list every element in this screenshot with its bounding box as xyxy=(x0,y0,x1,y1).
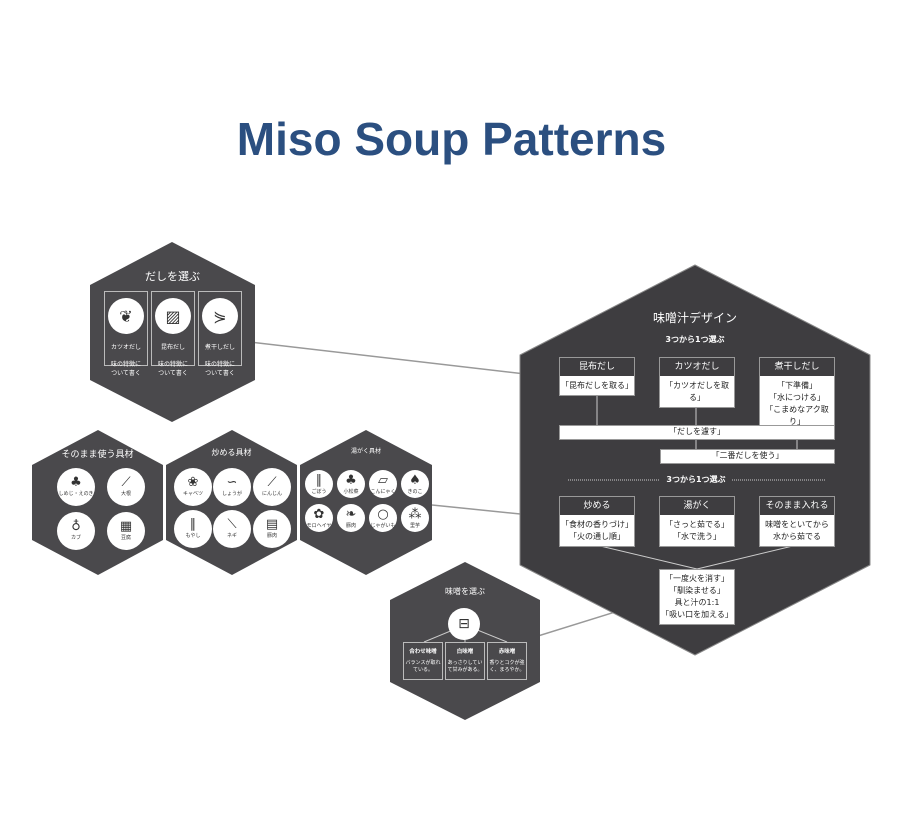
ingredient-tofu: ▦豆腐 xyxy=(107,512,145,550)
final-step: 「一度火を消す」「馴染ませる」具と汁の1:1「吸い口を加える」 xyxy=(659,569,735,625)
step-strain: 「だしを濾す」 xyxy=(559,425,835,440)
miso-container-icon: ⊟ xyxy=(448,608,480,640)
method-fry: 炒める「食材の香りづけ」「火の通し順」 xyxy=(559,496,635,547)
ingredient: ❀キャベツ xyxy=(174,468,212,506)
design-subtitle-1: 3つから1つ選ぶ xyxy=(665,335,725,344)
ingredient: ❧豚肉 xyxy=(337,504,365,532)
raw-hex-title: そのまま使う具材 xyxy=(61,450,134,460)
ingredient: ♠きのこ xyxy=(401,470,429,498)
design-title: 味噌汁デザイン xyxy=(652,311,737,325)
dashi-card-katsuo[interactable]: ❦ カツオだし 味の特徴について書く xyxy=(104,291,148,377)
ingredient: ⁂里芋 xyxy=(401,504,429,532)
card-name: カツオだし xyxy=(110,344,141,351)
design-subtitle-2: 3つから1つ選ぶ xyxy=(666,475,726,484)
miso-hex-title: 味噌を選ぶ xyxy=(445,587,485,596)
fry-hex-title: 炒める具材 xyxy=(211,448,252,457)
miso-card-shiro[interactable]: 白味噌あっさりしていて甘みがある。 xyxy=(445,642,485,680)
ingredient: ∥もやし xyxy=(174,510,212,548)
step-niboshi: 煮干しだし「下準備」「水につける」「こまめなアク取り」 xyxy=(759,357,835,432)
connector-dashi xyxy=(249,341,561,379)
boil-hex-title: 湯がく具材 xyxy=(350,448,381,455)
ingredient: ∥ごぼう xyxy=(305,470,333,498)
kombu-icon: ▨ xyxy=(155,298,191,334)
card-desc: 味の特徴について書く xyxy=(158,361,189,377)
ingredient: ○じゃがいも xyxy=(369,504,397,532)
ingredient: ⟍ネギ xyxy=(213,510,251,548)
dashi-card-niboshi[interactable]: ⋟ 煮干しだし 味の特徴について書く xyxy=(198,291,242,377)
ingredient-kabu: ♁カブ xyxy=(57,512,95,550)
miso-card-awase[interactable]: 合わせ味噌バランスが取れている。 xyxy=(403,642,443,680)
dashi-hex-title: だしを選ぶ xyxy=(145,270,200,283)
ingredient-daikon: ⟋大根 xyxy=(107,468,145,506)
card-desc: 味の特徴について書く xyxy=(205,361,236,377)
ingredient: ∽しょうが xyxy=(213,468,251,506)
ingredient-shimeji: ♣しめじ・えのき xyxy=(57,468,95,506)
card-name: 昆布だし xyxy=(160,344,185,351)
ingredient: ▱こんにゃく xyxy=(369,470,397,498)
method-boil: 湯がく「さっと茹でる」「水で洗う」 xyxy=(659,496,735,547)
step-katsuo: カツオだし「カツオだしを取る」 xyxy=(659,357,735,408)
boil-hexagon xyxy=(300,430,432,575)
ingredient: ⟋にんじん xyxy=(253,468,291,506)
ingredient: ▤豚肉 xyxy=(253,510,291,548)
ingredient: ♣小松菜 xyxy=(337,470,365,498)
step-second-dashi: 「二番だしを使う」 xyxy=(660,449,835,464)
page-title: Miso Soup Patterns xyxy=(236,113,667,165)
miso-card-aka[interactable]: 赤味噌香りとコクが強く、まろやか。 xyxy=(487,642,527,680)
katsuobushi-icon: ❦ xyxy=(108,298,144,334)
ingredient: ✿モロヘイヤ xyxy=(305,504,333,532)
dashi-card-kombu[interactable]: ▨ 昆布だし 味の特徴について書く xyxy=(151,291,195,377)
step-kombu: 昆布だし「昆布だしを取る」 xyxy=(559,357,635,396)
card-name: 煮干しだし xyxy=(204,344,235,351)
card-desc: 味の特徴について書く xyxy=(111,361,142,377)
niboshi-icon: ⋟ xyxy=(202,298,238,334)
method-raw: そのまま入れる味噌をといてから水から茹でる xyxy=(759,496,835,547)
